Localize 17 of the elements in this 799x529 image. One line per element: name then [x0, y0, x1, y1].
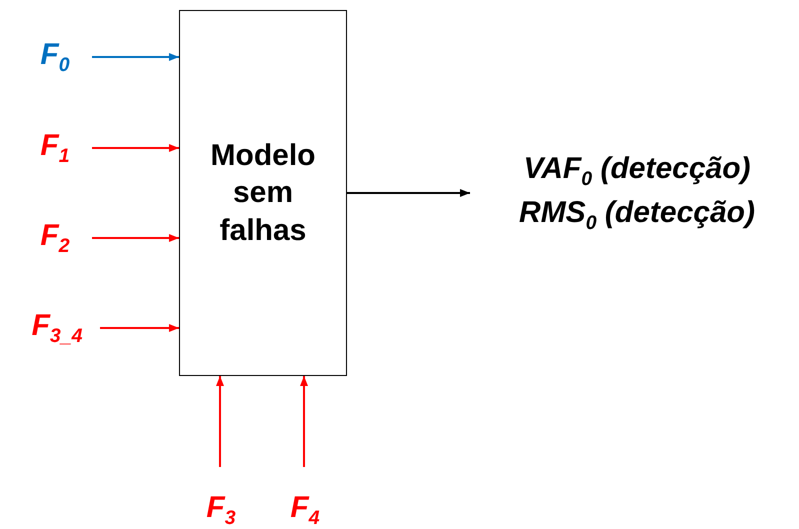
arrow — [92, 53, 179, 61]
arrow — [347, 189, 470, 197]
signal-label: F$_{4}$ — [290, 490, 320, 529]
signal-label: RMS$_{0}$ (detecção) — [519, 194, 755, 236]
signal-label: F$_{3_4}$ — [32, 308, 82, 350]
arrow — [216, 376, 224, 467]
signal-label: VAF$_{0}$ (detecção) — [523, 151, 751, 192]
arrow — [92, 144, 179, 152]
arrow — [300, 376, 308, 467]
box-label: Modelo sem falhas — [210, 138, 316, 249]
signal-label: F$_{2}$ — [40, 218, 70, 260]
signal-label: F$_{1}$ — [40, 128, 70, 170]
process-box — [179, 10, 347, 376]
arrow — [100, 324, 179, 332]
signal-label: F$_{3}$ — [206, 490, 236, 529]
arrow — [92, 234, 179, 242]
signal-label: F$_{0}$ — [40, 37, 70, 78]
